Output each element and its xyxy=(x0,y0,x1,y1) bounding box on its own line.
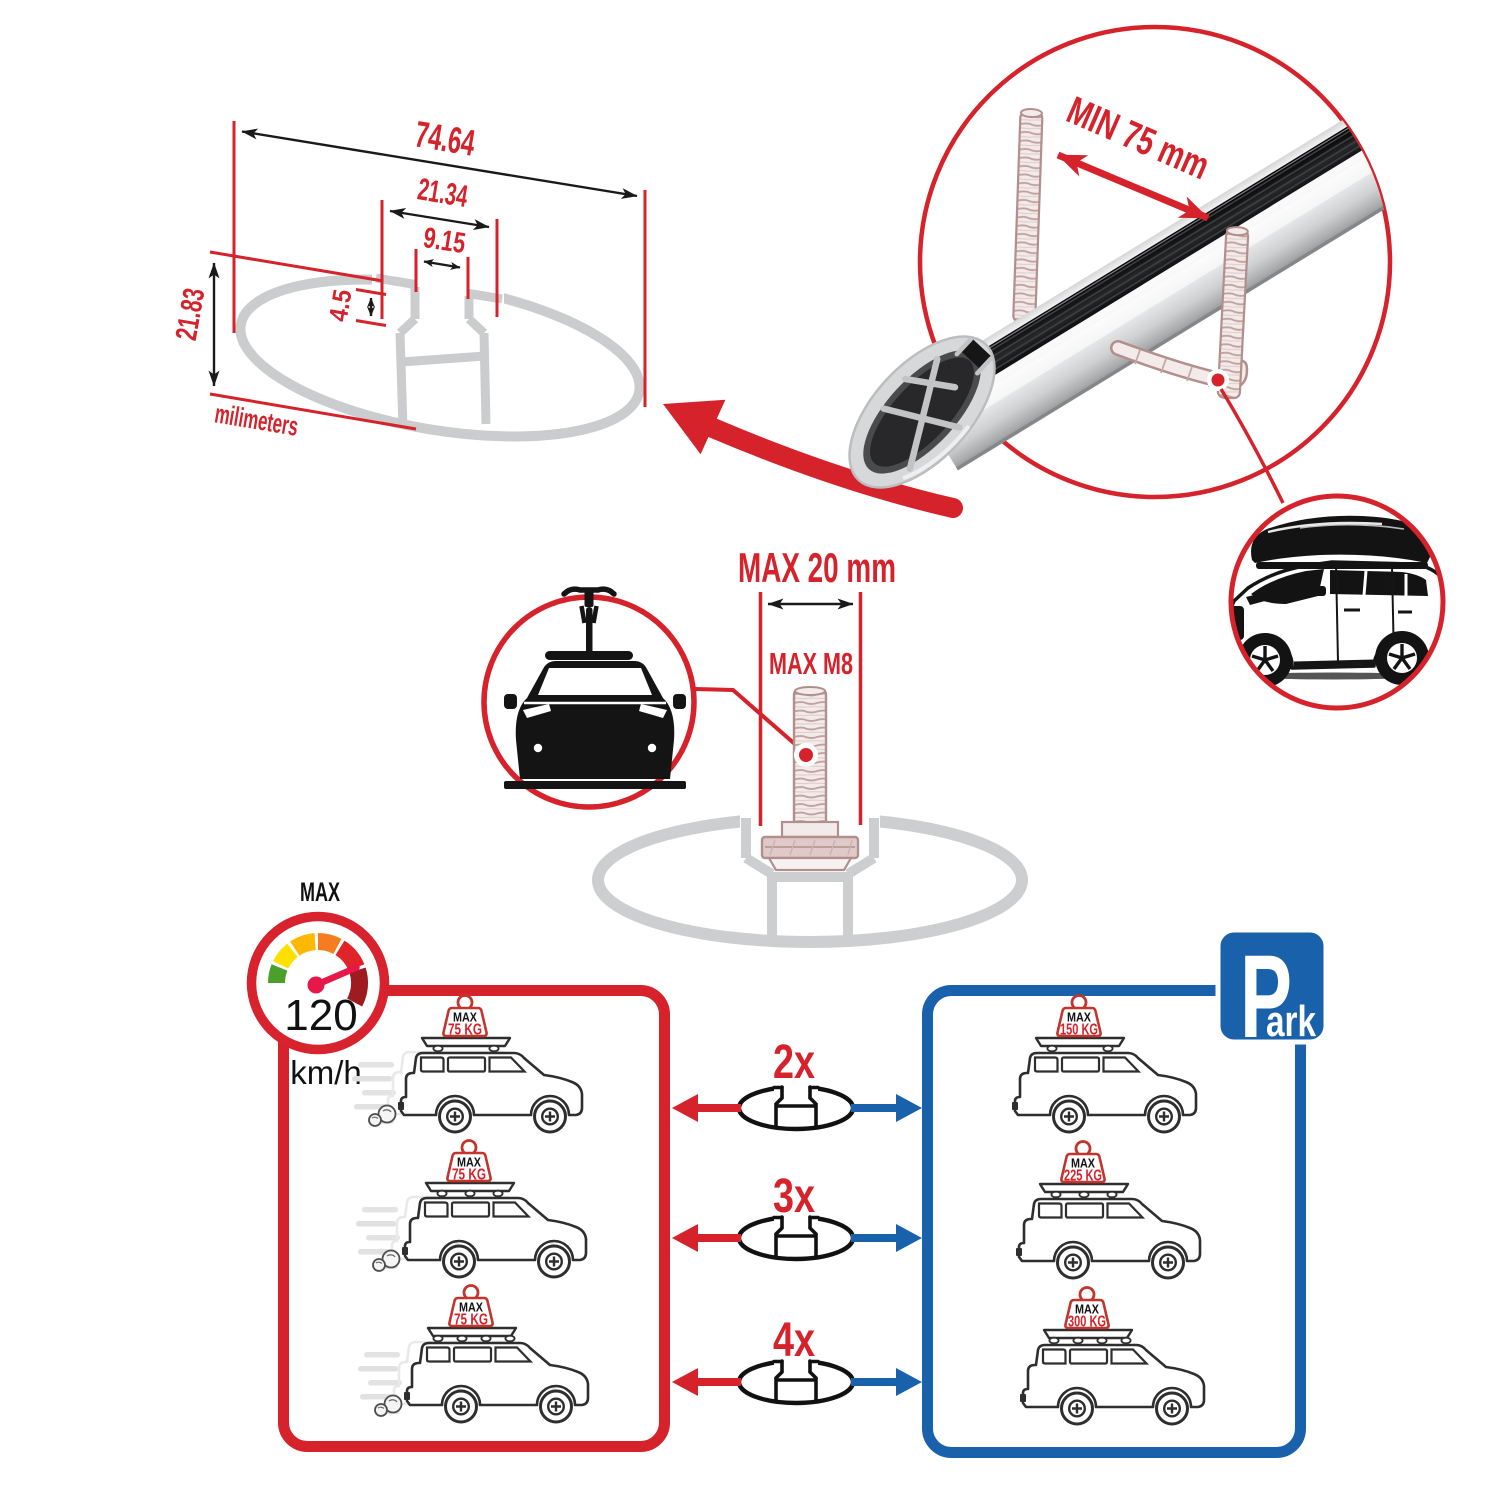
parking-sign: P ark xyxy=(1215,927,1329,1063)
bolt-dot xyxy=(799,748,813,762)
parking-sign-suffix: ark xyxy=(1266,997,1316,1046)
arrow-left-2x xyxy=(672,1094,741,1122)
car-circle xyxy=(1228,493,1446,711)
weight-load-label: 300 KG xyxy=(1068,1314,1106,1331)
dim-width-label: 74.64 xyxy=(412,114,478,164)
parking-box xyxy=(922,985,1306,1458)
bolt-dimension xyxy=(758,592,863,826)
weight-max-label: MAX xyxy=(459,1301,484,1315)
dim-slot-label: 9.15 xyxy=(421,222,467,260)
weight-max-label: MAX xyxy=(1071,1157,1096,1171)
arrow-right-2x xyxy=(851,1094,922,1122)
zoom-arrow xyxy=(663,399,963,518)
arrow-right-3x xyxy=(851,1224,922,1252)
weight-load-label: 75 KG xyxy=(454,1312,488,1329)
arrow-left-3x xyxy=(672,1224,741,1252)
bar-end-face xyxy=(848,335,996,489)
speed-gauge: MAX 120 km/h xyxy=(246,877,390,1091)
bike-icon xyxy=(561,586,617,654)
bolt-spec: MAX 20 mm MAX M8 xyxy=(481,544,1028,948)
min-span-arrow xyxy=(1056,151,1210,222)
weight-load-label: 75 KG xyxy=(452,1167,486,1184)
row-4x: MAX 75 KG 4x xyxy=(358,1284,1204,1425)
weight-load-label: 150 KG xyxy=(1060,1022,1098,1039)
driving-car-4x: MAX 75 KG xyxy=(358,1284,588,1423)
dimension-lines xyxy=(208,128,638,387)
dim-channel-label: 21.34 xyxy=(415,171,471,214)
extension-lines xyxy=(209,121,647,431)
bolt-locator-line xyxy=(694,687,806,754)
parked-car-3x: MAX 225 KG xyxy=(1016,1140,1200,1279)
bike-car-view xyxy=(481,586,697,810)
row-2x: MAX 75 KG 2x MAX 150 KG xyxy=(352,994,1196,1133)
weight-load-label: 75 KG xyxy=(448,1022,482,1039)
bar-profile-mid xyxy=(592,806,1028,948)
driving-box xyxy=(278,985,670,1452)
detail-circle xyxy=(917,24,1393,500)
driving-car-3x: MAX 75 KG xyxy=(356,1139,586,1278)
arrow-left-4x xyxy=(672,1368,741,1396)
suv-with-roofbox xyxy=(1231,515,1443,687)
locator-line xyxy=(1219,388,1285,504)
parked-car-4x: MAX 300 KG xyxy=(1020,1286,1204,1425)
locator-dot xyxy=(1211,373,1225,387)
car-front-icon xyxy=(504,651,686,789)
roofbox-car-view xyxy=(1228,493,1446,711)
arrow-right-4x xyxy=(851,1368,922,1396)
dim-depth-label: 4.5 xyxy=(323,287,358,324)
load-comparison: MAX 120 km/h P ark MAX xyxy=(246,877,1329,1458)
parking-sign-initial: P xyxy=(1240,931,1292,1063)
parked-car-2x: MAX 150 KG xyxy=(1012,994,1196,1133)
weight-load-label: 225 KG xyxy=(1064,1168,1102,1185)
gauge-title: MAX xyxy=(300,877,340,907)
gauge-unit: km/h xyxy=(290,1054,362,1091)
bar-profile-outline xyxy=(235,264,645,442)
gauge-value: 120 xyxy=(284,991,357,1040)
driving-car-2x: MAX 75 KG xyxy=(352,994,582,1133)
weight-max-label: MAX xyxy=(1075,1303,1100,1317)
weight-max-label: MAX xyxy=(453,1011,478,1025)
bar-count-2x: 2x xyxy=(773,1036,815,1089)
weight-max-label: MAX xyxy=(1067,1011,1092,1025)
weight-max-label: MAX xyxy=(457,1156,482,1170)
row-3x: MAX 75 KG 3x MAX xyxy=(356,1139,1200,1279)
bolt-width-label: MAX 20 mm xyxy=(738,544,896,591)
bolt-thread-label: MAX M8 xyxy=(769,646,853,681)
